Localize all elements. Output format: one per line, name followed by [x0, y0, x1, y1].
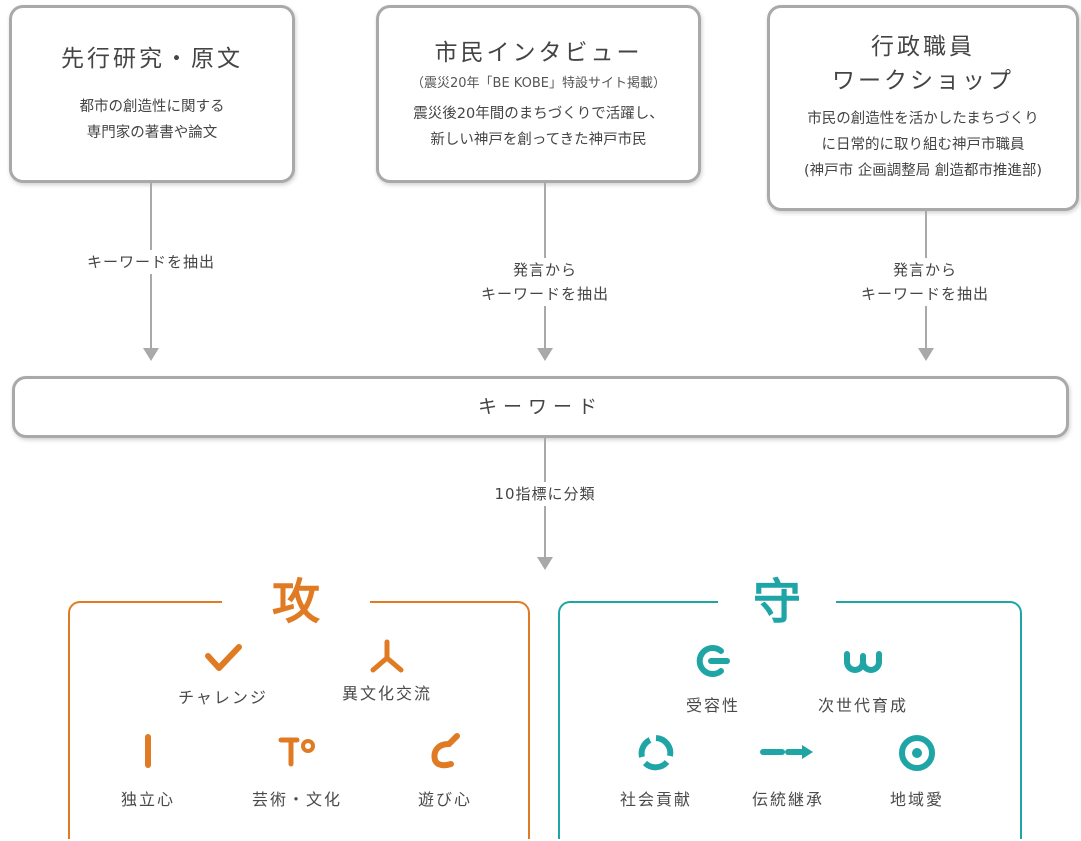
wave-icon: [844, 651, 882, 673]
indicator-playfulness: 遊び心: [365, 732, 525, 810]
source-desc-line: に日常的に取り組む神戸市職員: [821, 137, 1025, 153]
source-desc-line: 新しい神戸を創ってきた神戸市民: [430, 132, 647, 148]
glyph-icon: [278, 737, 315, 767]
indicator-acceptance: 受容性: [633, 642, 793, 716]
source-box-interview: 市民インタビュー （震災20年「BE KOBE」特設サイト掲載） 震災後20年間…: [376, 5, 701, 183]
source-title: 市民インタビュー: [434, 40, 643, 66]
tripod-icon: [370, 639, 404, 673]
indicator-label: 伝統継承: [751, 790, 824, 809]
arrow-down-icon: [537, 557, 553, 570]
source-desc-line: 専門家の著書や論文: [86, 125, 218, 141]
indicator-independence: 独立心: [68, 732, 228, 810]
cycle-icon: [638, 735, 674, 771]
indicator-label: 独立心: [120, 790, 175, 809]
defense-title: 守: [718, 572, 836, 632]
check-icon: [205, 644, 242, 671]
step-label: 発言から キーワードを抽出: [454, 258, 636, 306]
source-subtitle: （震災20年「BE KOBE」特設サイト掲載）: [411, 76, 666, 91]
source-title: ワークショップ: [832, 68, 1014, 94]
classify-label: 10指標に分類: [464, 482, 626, 506]
step-label: 発言から キーワードを抽出: [834, 258, 1016, 306]
indicator-label: 遊び心: [417, 790, 472, 809]
indicator-label: 地域愛: [889, 790, 944, 809]
indicator-label: 社会貢献: [619, 790, 692, 809]
source-desc-line: 都市の創造性に関する: [79, 99, 225, 115]
indicator-social-contribution: 社会貢献: [576, 732, 736, 810]
source-title: 先行研究・原文: [61, 46, 243, 72]
indicator-local-love: 地域愛: [837, 732, 997, 810]
source-desc-line: (神戸市 企画調整局 創造都市推進部): [803, 163, 1043, 179]
arrow-down-icon: [918, 348, 934, 361]
arrow-down-icon: [143, 348, 159, 361]
indicator-label: 異文化交流: [341, 684, 432, 703]
offense-title: 攻: [222, 572, 370, 632]
source-title: 行政職員: [871, 34, 975, 60]
source-desc-line: 震災後20年間のまちづくりで活躍し、: [413, 106, 664, 122]
indicator-intercultural: 異文化交流: [307, 638, 467, 704]
hook-icon: [431, 733, 460, 769]
arrow-down-icon: [537, 348, 553, 361]
relay-icon: [760, 745, 813, 759]
source-desc-line: 市民の創造性を活かしたまちづくり: [807, 111, 1039, 127]
indicator-tradition: 伝統継承: [708, 732, 868, 810]
bar-icon: [145, 734, 151, 768]
indicator-label: 次世代育成: [817, 696, 908, 715]
embrace-icon: [696, 645, 730, 677]
indicator-art-culture: 芸術・文化: [217, 732, 377, 810]
indicator-challenge: チャレンジ: [143, 642, 303, 708]
indicator-next-generation: 次世代育成: [783, 642, 943, 716]
keyword-bar: キーワード: [12, 376, 1069, 438]
source-box-research: 先行研究・原文 都市の創造性に関する 専門家の著書や論文: [9, 5, 295, 183]
indicator-label: 芸術・文化: [251, 790, 342, 809]
step-label: キーワードを抽出: [60, 250, 242, 274]
indicator-label: チャレンジ: [178, 688, 268, 707]
target-icon: [899, 735, 935, 771]
source-box-workshop: 行政職員 ワークショップ 市民の創造性を活かしたまちづくり に日常的に取り組む神…: [767, 5, 1079, 211]
indicator-label: 受容性: [685, 696, 740, 715]
